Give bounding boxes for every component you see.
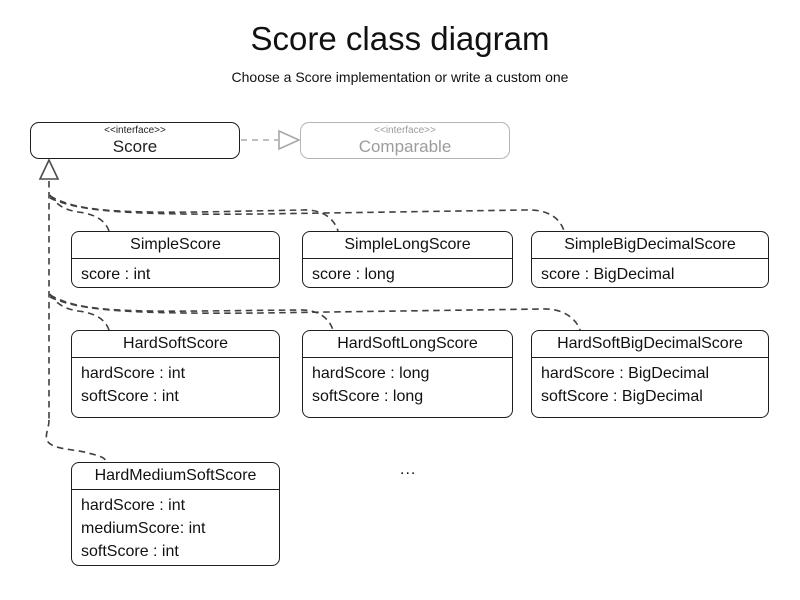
class-simplescore: SimpleScore score : int [71,231,280,288]
class-name: HardSoftLongScore [303,331,512,358]
attribute-line: hardScore : int [81,497,186,514]
connector-hardmediumsoftscore [45,419,107,463]
connector-hardsoftlongscore [49,294,334,331]
score-stereotype: <<interface>> [104,125,166,136]
class-simplelongscore: SimpleLongScore score : long [302,231,513,288]
connector-simplebigdecimalscore [49,197,565,232]
connector-simplelongscore [49,195,339,232]
class-name: HardMediumSoftScore [72,463,279,490]
diagram-subtitle: Choose a Score implementation or write a… [231,69,569,85]
attribute-line: hardScore : long [312,365,430,382]
class-name: HardSoftScore [72,331,279,358]
attribute-line: softScore : int [81,388,179,405]
attribute-line: mediumScore: int [81,520,206,537]
class-hardmediumsoftscore: HardMediumSoftScore hardScore : int medi… [71,462,280,566]
class-name: SimpleScore [72,232,279,259]
class-name: SimpleBigDecimalScore [532,232,768,259]
attribute-line: hardScore : BigDecimal [541,365,710,382]
attribute-line: softScore : int [81,543,179,560]
class-hardsoftbigdecimalscore: HardSoftBigDecimalScore hardScore : BigD… [531,330,769,418]
attribute-line: score : int [81,266,151,283]
realization-arrowhead-icon [38,158,60,180]
score-name: Score [112,137,158,156]
attribute-line: softScore : BigDecimal [541,388,703,405]
class-name: HardSoftBigDecimalScore [532,331,768,358]
class-simplebigdecimalscore: SimpleBigDecimalScore score : BigDecimal [531,231,769,288]
interface-score: <<interface>> Score [30,122,240,159]
comparable-stereotype: <<interface>> [374,125,436,136]
diagram-title: Score class diagram [250,20,550,57]
comparable-name: Comparable [358,137,452,156]
class-hardsoftlongscore: HardSoftLongScore hardScore : long softS… [302,330,513,418]
attribute-line: score : long [312,266,395,283]
attribute-line: hardScore : int [81,365,186,382]
class-hardsoftscore: HardSoftScore hardScore : int softScore … [71,330,280,418]
attribute-line: softScore : long [312,388,424,405]
connector-hardsoftbigdecimalscore [49,296,581,331]
connector-hardsoftscore [49,293,110,331]
more-implementations-ellipsis: ... [400,461,417,478]
connector-simplescore [49,194,110,232]
attribute-line: score : BigDecimal [541,266,675,283]
comparable-arrowhead-icon [278,129,301,151]
interface-comparable: <<interface>> Comparable [300,122,510,159]
class-name: SimpleLongScore [303,232,512,259]
